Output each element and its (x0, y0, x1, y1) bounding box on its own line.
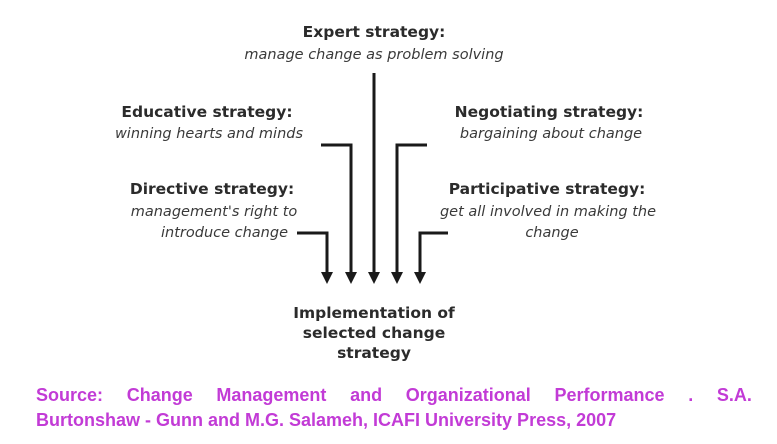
directive-connector-line (297, 231, 329, 274)
educative-connector-line (321, 143, 353, 274)
directive-strategy: Directive strategy: management's right t… (130, 180, 298, 241)
source-word: and (350, 385, 383, 405)
educative-strategy-desc: winning hearts and minds (115, 126, 304, 142)
expert-strategy-title: Expert strategy: (303, 23, 446, 41)
participative-strategy: Participative strategy: get all involved… (440, 180, 656, 241)
implementation-line-1: Implementation of (293, 304, 455, 322)
directive-arrow-head (321, 272, 333, 284)
connector-lines (297, 73, 448, 274)
expert-strategy-desc: manage change as problem solving (244, 47, 503, 63)
participative-arrow-head (414, 272, 426, 284)
arrow-heads (321, 272, 426, 284)
implementation-node: Implementation of selected change strate… (293, 304, 455, 362)
source-line-1: Source: Change Management and Organizati… (36, 383, 752, 408)
directive-strategy-desc-line-2: introduce change (161, 225, 288, 241)
negotiating-strategy-title: Negotiating strategy: (455, 103, 644, 121)
participative-strategy-title: Participative strategy: (449, 180, 646, 198)
directive-strategy-desc-line-1: management's right to (131, 204, 298, 220)
educative-strategy: Educative strategy: winning hearts and m… (115, 103, 304, 142)
directive-strategy-title: Directive strategy: (130, 180, 294, 198)
participative-strategy-desc-line-2: change (525, 225, 578, 241)
negotiating-arrow-head (391, 272, 403, 284)
negotiating-strategy-desc: bargaining about change (460, 126, 642, 142)
negotiating-strategy: Negotiating strategy: bargaining about c… (455, 103, 644, 142)
source-word: Organizational (405, 385, 531, 405)
negotiating-connector-line (395, 143, 427, 274)
source-word: Source: (36, 385, 104, 405)
source-word: Change (126, 385, 193, 405)
source-word: Performance (554, 385, 665, 405)
educative-arrow-head (345, 272, 357, 284)
source-word: . (688, 385, 694, 405)
educative-strategy-title: Educative strategy: (121, 103, 292, 121)
source-caption: Source: Change Management and Organizati… (36, 383, 752, 433)
source-line-2: Burtonshaw - Gunn and M.G. Salameh, ICAF… (36, 410, 617, 430)
implementation-line-2: selected change (303, 324, 446, 342)
participative-connector-line (418, 231, 448, 274)
implementation-line-3: strategy (337, 344, 411, 362)
expert-arrow-head (368, 272, 380, 284)
source-word: S.A. (716, 385, 752, 405)
participative-strategy-desc-line-1: get all involved in making the (440, 204, 656, 220)
expert-strategy: Expert strategy: manage change as proble… (244, 23, 503, 63)
source-word: Management (216, 385, 327, 405)
